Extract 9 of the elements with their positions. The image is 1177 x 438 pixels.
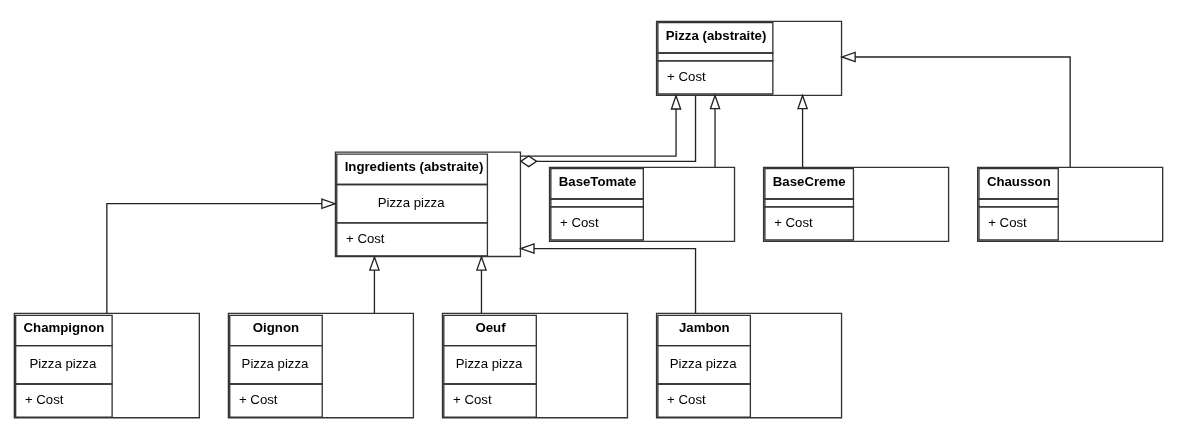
- arrow: [709, 92, 721, 168]
- connector: [519, 94, 697, 167]
- arrow: [475, 254, 488, 314]
- arrow: [518, 242, 697, 314]
- arrow: [106, 197, 338, 314]
- arrow: [368, 254, 380, 314]
- arrow: [797, 92, 809, 168]
- arrow: [839, 50, 1071, 168]
- arrow: [520, 93, 682, 157]
